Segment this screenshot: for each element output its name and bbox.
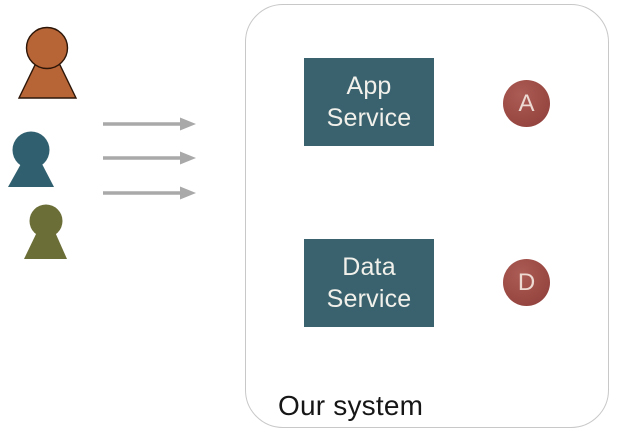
- data-service-badge: D: [503, 259, 550, 306]
- app-service-label-line1: App: [346, 72, 392, 100]
- data-service-label-line1: Data: [342, 253, 396, 281]
- user-icon-teal: [8, 131, 54, 187]
- user-icon-olive: [24, 204, 67, 259]
- app-service-badge-letter: A: [518, 89, 535, 117]
- app-service-badge: A: [503, 80, 550, 127]
- data-service-badge-letter: D: [517, 268, 536, 296]
- app-service-label-line2: Service: [326, 104, 412, 132]
- request-arrow-2: [103, 151, 196, 165]
- data-service-label-line2: Service: [326, 285, 412, 313]
- data-service-node: Data Service: [304, 239, 434, 327]
- request-arrow-1: [103, 117, 196, 131]
- user-icon-orange: [17, 26, 78, 99]
- system-boundary-label: Our system: [278, 390, 424, 421]
- system-boundary: App Service A Data Service D Our system: [245, 4, 609, 428]
- app-service-node: App Service: [304, 58, 434, 146]
- request-arrow-3: [103, 186, 196, 200]
